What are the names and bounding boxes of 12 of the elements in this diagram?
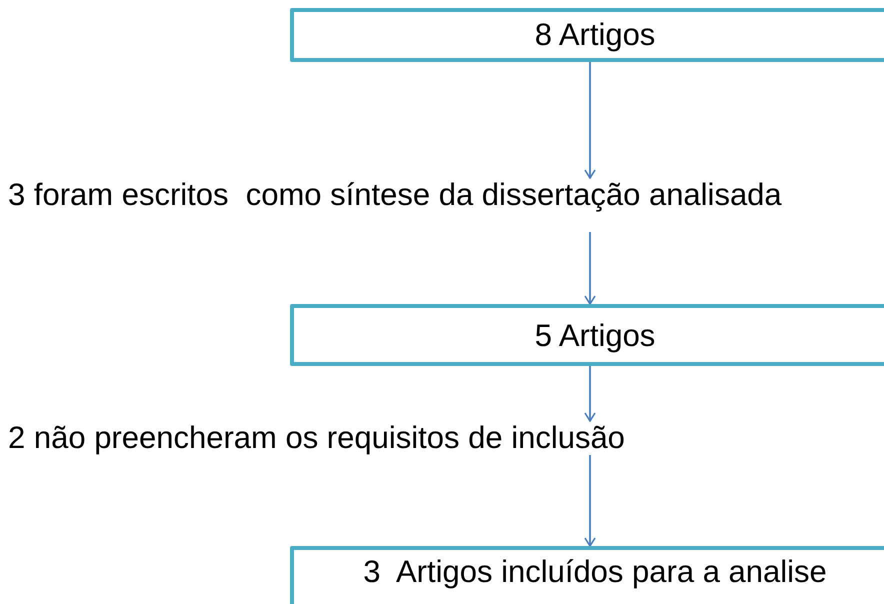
arrow (584, 455, 596, 547)
step-note: 3 foram escritos como síntese da dissertação analisada (8, 178, 868, 232)
box-label: 8 Artigos (534, 19, 656, 50)
arrow (584, 366, 596, 422)
step-note: 2 não preencheram os requisitos de inclusão (8, 421, 708, 455)
process-box (290, 8, 884, 62)
box-label: 5 Artigos (534, 320, 656, 351)
arrow (584, 232, 596, 305)
process-box (290, 546, 884, 604)
box-label: 3 Artigos incluídos para a analise (363, 556, 827, 587)
arrow (584, 62, 596, 179)
process-box (290, 304, 884, 366)
